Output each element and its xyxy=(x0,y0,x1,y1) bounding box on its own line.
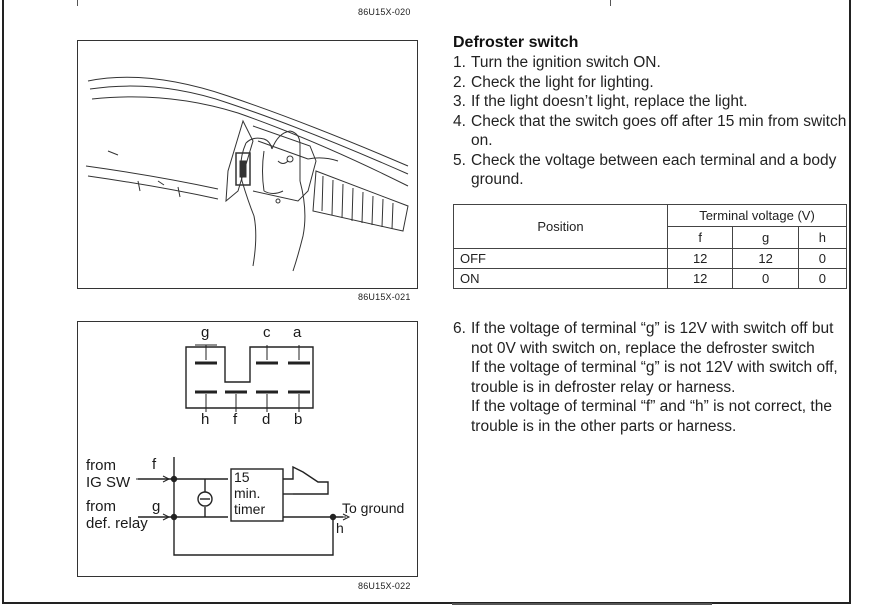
footer-rule xyxy=(452,603,712,605)
step-item: 3. If the light doesn’t light, replace th… xyxy=(453,92,853,112)
timer-label: 15 min. timer xyxy=(234,469,265,517)
wiring-diagram: g c a h f d b from IG SW f from def. rel… xyxy=(77,321,418,577)
voltage-cell: 12 xyxy=(732,248,799,269)
step-number: 2. xyxy=(453,73,466,91)
step-text: Check the light for lighting. xyxy=(471,73,654,91)
from-ig-line1: from xyxy=(86,457,116,474)
caption-figure1: 86U15X-021 xyxy=(358,292,411,302)
wiring-diagram-svg xyxy=(136,344,351,556)
caption-figure2: 86U15X-022 xyxy=(358,581,411,591)
step-text: Check the voltage between each terminal … xyxy=(471,151,837,189)
from-ig-line2: IG SW xyxy=(86,474,131,491)
terminal-b-bottom: b xyxy=(294,411,303,428)
position-cell: ON xyxy=(453,268,668,289)
from-def-relay-label: from def. relay xyxy=(86,498,148,532)
terminal-a-top: a xyxy=(293,324,302,341)
page-frame xyxy=(2,0,851,604)
section-title: Defroster switch xyxy=(453,34,579,51)
voltage-cell: 0 xyxy=(797,268,848,289)
step-number: 1. xyxy=(453,54,466,71)
step-number: 3. xyxy=(453,93,466,110)
step-number: 4. xyxy=(453,112,466,130)
timer-line2: min. xyxy=(234,485,261,501)
from-def-line2: def. relay xyxy=(86,515,148,532)
terminal-g-top: g xyxy=(201,324,210,341)
table-row: OFF 12 12 0 xyxy=(453,248,848,269)
voltage-header: Terminal voltage (V) xyxy=(667,204,847,227)
voltage-cell: 12 xyxy=(666,268,734,289)
table-row: ON 12 0 0 xyxy=(453,268,848,289)
step6-paragraph-3: If the voltage of terminal “f” and “h” i… xyxy=(471,398,832,435)
voltage-cell: 0 xyxy=(797,248,848,269)
terminal-g-header: g xyxy=(732,226,799,249)
step6-paragraph-2: If the voltage of terminal “g” is not 12… xyxy=(471,359,838,396)
step-text: Turn the ignition switch ON. xyxy=(471,54,661,71)
terminal-f-bottom: f xyxy=(233,411,238,428)
step-text: If the light doesn’t light, replace the … xyxy=(471,93,748,110)
hand-switch-drawing xyxy=(85,76,409,272)
terminal-voltage-table: Position Terminal voltage (V) f g h OFF … xyxy=(453,204,848,289)
caption-top: 86U15X-020 xyxy=(358,7,411,17)
wire-h-label: h xyxy=(336,520,344,536)
terminal-c-top: c xyxy=(263,324,271,341)
terminal-d-bottom: d xyxy=(262,411,271,428)
step6-paragraph-1: If the voltage of terminal “g” is 12V wi… xyxy=(471,320,834,357)
voltage-cell: 12 xyxy=(666,248,734,269)
to-ground-label: To ground xyxy=(342,500,405,516)
timer-line1: 15 xyxy=(234,469,250,485)
margin-rule-left xyxy=(77,0,78,6)
step-item: 4. Check that the switch goes off after 1… xyxy=(453,112,853,151)
step-number: 6. xyxy=(453,320,466,337)
from-def-line1: from xyxy=(86,498,116,515)
step-6: 6. If the voltage of terminal “g” is 12V… xyxy=(453,319,849,436)
margin-rule-right xyxy=(610,0,611,6)
step-item: 5. Check the voltage between each termina… xyxy=(453,151,853,190)
timer-line3: timer xyxy=(234,501,266,517)
position-header: Position xyxy=(453,204,668,249)
position-cell: OFF xyxy=(453,248,668,269)
dashboard-illustration xyxy=(77,40,418,289)
wire-g-label: g xyxy=(152,498,161,515)
from-ig-label: from IG SW xyxy=(86,457,130,491)
terminal-h-bottom: h xyxy=(201,411,210,428)
voltage-cell: 0 xyxy=(732,268,799,289)
step-text: Check that the switch goes off after 15 … xyxy=(471,112,847,150)
wire-f-label: f xyxy=(152,456,157,473)
terminal-h-header: h xyxy=(797,226,848,249)
terminal-f-header: f xyxy=(666,226,734,249)
step-number: 5. xyxy=(453,151,466,169)
step-item: 2. Check the light for lighting. xyxy=(453,73,853,93)
procedure-steps: 1. Turn the ignition switch ON. 2. Check t… xyxy=(453,53,853,190)
step-item: 1. Turn the ignition switch ON. xyxy=(453,53,853,73)
